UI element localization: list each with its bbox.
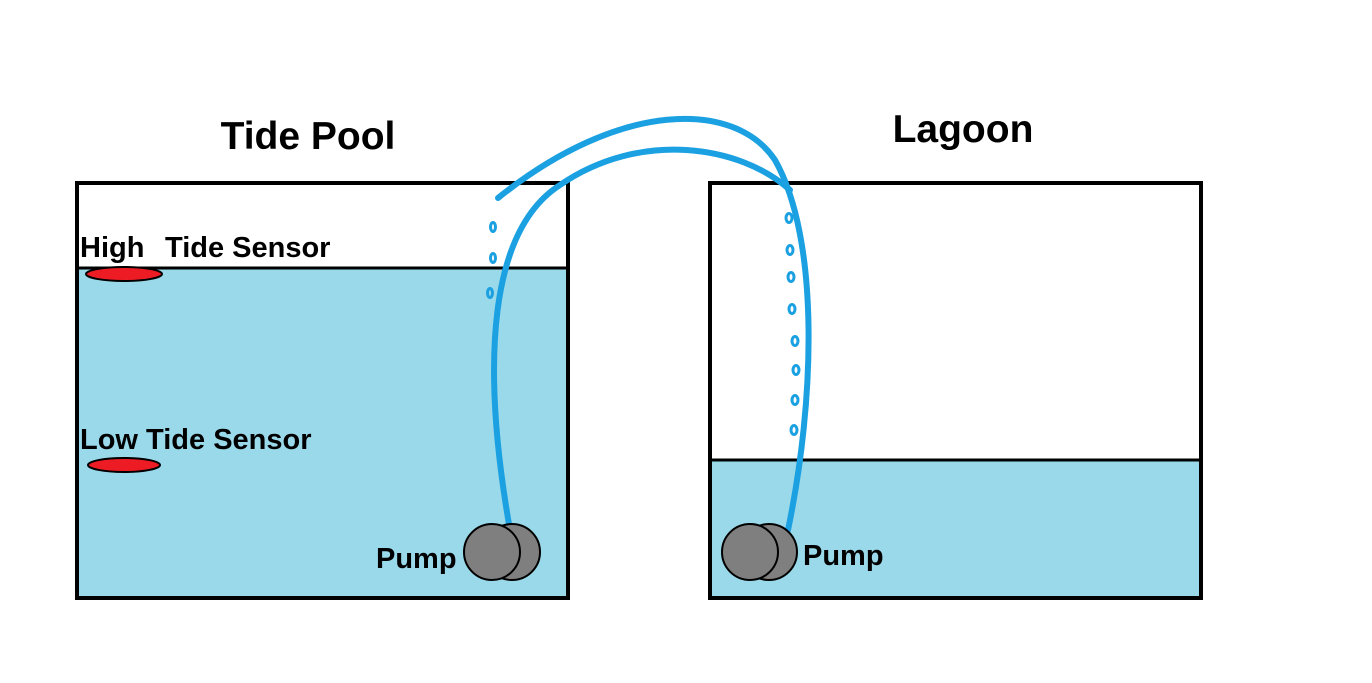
lagoon-pump bbox=[721, 523, 798, 581]
lagoon-outline bbox=[708, 181, 1203, 600]
tide-pool-pump-label: Pump bbox=[376, 543, 457, 575]
water-drop bbox=[790, 335, 800, 347]
water-drop bbox=[789, 424, 799, 436]
tide-pool-to-lagoon-pipe bbox=[491, 146, 793, 533]
tide-pool-water-drops bbox=[486, 221, 497, 299]
low-tide-sensor-label: Low Tide Sensor bbox=[80, 424, 312, 456]
water-drop bbox=[790, 394, 800, 406]
water-drop bbox=[791, 364, 801, 376]
lagoon-water bbox=[710, 460, 1201, 598]
lagoon-title: Lagoon bbox=[893, 108, 1034, 151]
lagoon-water-drops bbox=[784, 212, 801, 436]
water-drop bbox=[486, 287, 494, 299]
high-tide-sensor bbox=[85, 266, 163, 282]
high-tide-sensor-label-rest: Tide Sensor bbox=[165, 232, 330, 264]
water-drop bbox=[489, 252, 497, 264]
water-drop bbox=[489, 221, 497, 233]
tide-pool-title: Tide Pool bbox=[221, 115, 396, 158]
tide-pool-outline bbox=[75, 181, 570, 600]
water-drop bbox=[787, 303, 797, 315]
water-drop bbox=[785, 244, 795, 256]
lagoon-pump-label: Pump bbox=[803, 540, 884, 572]
water-drop bbox=[786, 271, 796, 283]
tide-pool-tank bbox=[75, 181, 570, 600]
lagoon-to-tide-pool-pipe bbox=[495, 115, 812, 533]
high-tide-sensor-label-high: High bbox=[80, 232, 144, 264]
water-drop bbox=[784, 212, 794, 224]
low-tide-sensor bbox=[87, 457, 161, 473]
lagoon-tank bbox=[708, 181, 1203, 600]
tide-pool-pump bbox=[463, 523, 541, 581]
